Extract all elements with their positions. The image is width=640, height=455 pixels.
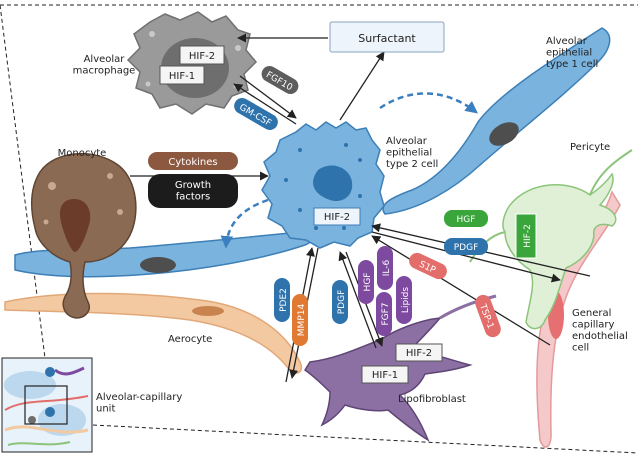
factor-il6: IL-6 xyxy=(377,246,393,290)
hif2-lipofibroblast-label: HIF-2 xyxy=(406,348,432,359)
factor-s1p: S1P xyxy=(409,252,447,280)
factor-mmp14: MMP14 xyxy=(292,294,308,346)
factor-mmp14-label: MMP14 xyxy=(297,304,307,337)
hif2-lipofibroblast-box: HIF-2 xyxy=(395,343,443,362)
hif1-macrophage-label: HIF-1 xyxy=(169,71,195,82)
factor-pdgf-lipo-label: PDGF xyxy=(337,290,347,315)
factor-fgf7-label: FGF7 xyxy=(381,302,391,325)
hif2-at2-label: HIF-2 xyxy=(324,212,350,223)
hif1-lipofibroblast-box: HIF-1 xyxy=(361,365,409,384)
hif2-macrophage-box: HIF-2 xyxy=(179,45,225,65)
hif2-pericyte-box: HIF-2 xyxy=(515,213,537,259)
factor-pde2-label: PDE2 xyxy=(279,288,289,312)
factor-cytokines-label: Cytokines xyxy=(168,157,217,168)
hif2-pericyte-label: HIF-2 xyxy=(523,224,533,248)
factor-cytokines: Cytokines xyxy=(148,152,238,170)
factor-hgf-lipo: HGF xyxy=(358,260,374,304)
at2-cell xyxy=(261,121,385,249)
factor-pdgf-lipo: PDGF xyxy=(332,280,348,324)
factor-fgf7: FGF7 xyxy=(376,292,392,336)
factor-pdgf-pericyte-label: PDGF xyxy=(454,243,479,253)
hif1-lipofibroblast-label: HIF-1 xyxy=(372,370,398,381)
surfactant-box: Surfactant xyxy=(329,21,445,53)
factor-lipids: Lipids xyxy=(396,276,412,324)
factor-pde2: PDE2 xyxy=(274,278,290,322)
factor-pdgf-pericyte: PDGF xyxy=(444,238,488,255)
label-monocyte: Monocyte xyxy=(58,148,107,159)
at1-cell xyxy=(382,27,611,215)
aerocyte-cell xyxy=(4,292,303,374)
dashed-arrows xyxy=(220,92,478,249)
label-pericyte: Pericyte xyxy=(570,142,610,153)
factor-il6-label: IL-6 xyxy=(382,259,392,276)
hif2-at2-box: HIF-2 xyxy=(313,207,361,226)
factor-fgf10: FGF10 xyxy=(261,66,299,94)
pericyte-cell xyxy=(469,149,633,330)
factor-hgf-lipo-label: HGF xyxy=(363,273,373,292)
label-aerocyte: Aerocyte xyxy=(168,334,212,345)
inset-thumbnail xyxy=(1,357,93,453)
factor-lipids-label: Lipids xyxy=(401,287,411,313)
monocyte-cell xyxy=(30,153,137,319)
label-lipofibroblast: Lipofibroblast xyxy=(398,394,466,405)
hif2-macrophage-label: HIF-2 xyxy=(189,51,215,62)
factor-hgf-pericyte-label: HGF xyxy=(457,215,476,225)
factor-hgf-pericyte: HGF xyxy=(444,210,488,227)
surfactant-label: Surfactant xyxy=(358,32,416,45)
hif1-macrophage-box: HIF-1 xyxy=(159,65,205,85)
factor-tsp1: TSP-1 xyxy=(475,294,501,338)
